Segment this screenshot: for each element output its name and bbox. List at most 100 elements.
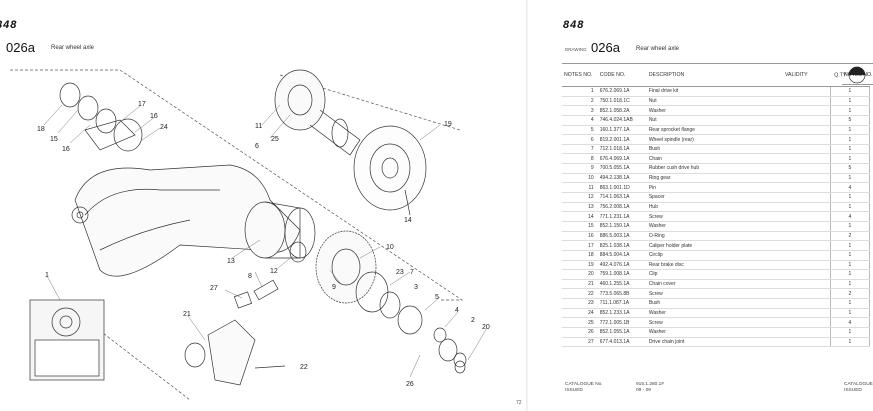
row-qty: 1 (829, 192, 871, 203)
callout-10: 10 (386, 244, 394, 251)
callout-20: 20 (482, 324, 490, 331)
row-validity (782, 173, 831, 184)
row-number: 2 (562, 96, 598, 107)
row-code: 771.1.231.1A (597, 211, 647, 222)
row-qty: 5 (829, 163, 871, 174)
callout-27: 27 (210, 285, 218, 292)
callout-2: 2 (471, 317, 475, 324)
header-notes: NOTES NO. (562, 63, 598, 87)
drawing-title: Rear wheel axle (636, 46, 680, 52)
brand-logo: 848 (563, 19, 585, 31)
callout-14: 14 (404, 217, 412, 224)
right-page: 848 DRAWING 026a Rear wheel axle NOTES N… (528, 0, 873, 411)
row-number: 22 (562, 288, 598, 300)
catalogue-value: 915.1.280.1F (636, 382, 665, 387)
row-code: 863.1.001.1D (597, 182, 647, 194)
row-number: 6 (562, 134, 598, 145)
row-description: Nut (646, 115, 783, 126)
row-description: Hub (646, 202, 783, 213)
row-description: Chain cover (646, 279, 783, 290)
row-validity (782, 105, 831, 116)
row-qty: 1 (829, 202, 871, 213)
row-qty: 1 (829, 260, 871, 271)
row-number: 15 (562, 221, 598, 232)
callout-7: 7 (410, 269, 414, 276)
row-validity (782, 134, 831, 145)
row-qty: 1 (829, 125, 871, 136)
row-code: 711.1.087.1A (597, 298, 647, 309)
issued-label-right: ISSUED (844, 388, 862, 393)
row-validity (782, 182, 831, 194)
row-code: 494.2.138.1A (597, 173, 647, 184)
row-number: 23 (562, 298, 598, 309)
callout-19: 19 (444, 121, 452, 128)
row-validity (782, 221, 831, 232)
callout-3: 3 (414, 284, 418, 291)
row-number: 18 (562, 250, 598, 261)
row-code: 852.1.055.1A (597, 327, 647, 338)
row-description: Circlip (646, 250, 783, 261)
quantity-clock-icon (848, 66, 866, 84)
row-qty: 1 (829, 269, 871, 280)
callout-17: 17 (138, 101, 146, 108)
row-number: 14 (562, 211, 598, 222)
row-description: Washer (646, 308, 783, 319)
left-page: 848 026a Rear wheel axle (0, 19, 522, 406)
row-code: 759.1.008.1A (597, 269, 647, 280)
row-validity (782, 125, 831, 136)
row-number: 19 (562, 260, 598, 271)
row-code: 700.5.055.1A (597, 163, 647, 174)
row-description: Rubber cush drive hub (646, 163, 783, 174)
row-code: 160.1.377.1A (597, 125, 647, 136)
callout-23: 23 (396, 269, 404, 276)
row-code: 884.5.004.1A (597, 250, 647, 261)
drawing-label: DRAWING (565, 47, 587, 52)
catalogue-label-right: CATALOGUE (844, 382, 873, 387)
header-validity: VALIDITY (782, 63, 831, 87)
drawing-title: Rear wheel axle (51, 45, 95, 51)
header-qty-label: Q.TY (834, 72, 847, 79)
row-validity (782, 163, 831, 174)
row-qty: 1 (829, 298, 871, 309)
row-code: 852.1.233.1A (597, 308, 647, 319)
row-qty: 1 (829, 105, 871, 116)
callout-24: 24 (160, 124, 168, 131)
issued-label: ISSUED (565, 388, 583, 393)
row-description: Washer (646, 221, 783, 232)
row-number: 10 (562, 173, 598, 184)
row-description: Ring gear (646, 173, 783, 184)
table-header-row: NOTES NO. CODE NO. DESCRIPTION VALIDITY … (562, 63, 870, 87)
row-qty: 1 (829, 134, 871, 145)
row-validity (782, 115, 831, 126)
drawing-number: 026a (6, 40, 35, 55)
row-number: 24 (562, 308, 598, 319)
row-number: 13 (562, 202, 598, 213)
row-code: 825.1.038.1A (597, 240, 647, 251)
row-qty: 1 (829, 144, 871, 155)
callout-26: 26 (406, 381, 414, 388)
row-number: 7 (562, 144, 598, 155)
row-number: 4 (562, 115, 598, 126)
row-number: 11 (562, 182, 598, 194)
row-validity (782, 144, 831, 155)
footer-labels: CATALOGUE No. ISSUED (565, 382, 603, 394)
row-qty: 5 (829, 115, 871, 126)
callout-16a: 16 (62, 146, 70, 153)
row-code: 712.1.018.1A (597, 144, 647, 155)
callout-12: 12 (270, 268, 278, 275)
row-description: Final drive kit (646, 86, 783, 97)
row-description: Rear sprocket flange (646, 125, 783, 136)
